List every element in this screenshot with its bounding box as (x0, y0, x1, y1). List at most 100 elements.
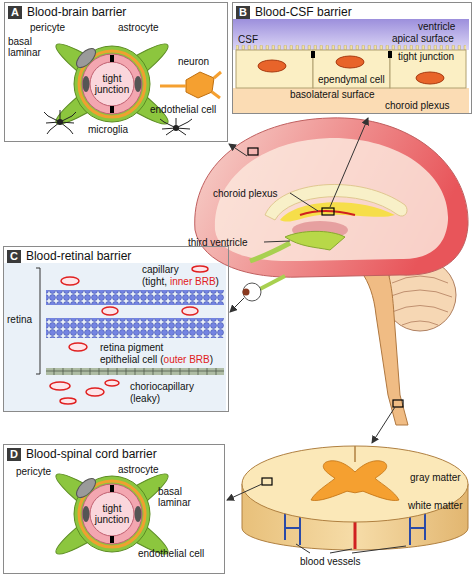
label-text: choroid plexus (213, 188, 277, 199)
label-text: basal laminar (8, 36, 50, 58)
panel-header: D Blood-spinal cord barrier (4, 445, 224, 463)
third-ventricle-shape (285, 231, 345, 250)
label-text: tight junction (398, 51, 454, 62)
label-text: (tight, (142, 276, 167, 287)
gray-matter-shape (311, 461, 399, 501)
choriocapillary-shape (105, 380, 119, 386)
optic-nerve (260, 276, 285, 289)
region-marker (248, 148, 258, 155)
label-text: endothelial cell (138, 548, 204, 559)
cell-nucleus (336, 56, 364, 68)
cell-nucleus (416, 72, 444, 84)
label-text: outer BRB (164, 354, 210, 365)
pointer-arrow (229, 144, 247, 156)
label-text: CSF (238, 34, 258, 45)
label-text: ventricle (418, 21, 455, 32)
label-text: neuron (178, 56, 209, 67)
pointer-arrow (372, 407, 395, 443)
nuclear-layer (46, 318, 224, 338)
retina-bracket (36, 268, 40, 374)
label-text: (leaky) (130, 393, 160, 404)
capillary-shape (102, 307, 118, 315)
tight-junction-mark (311, 51, 315, 58)
panel-title: Blood-brain barrier (27, 5, 126, 19)
label-text: tight junction (92, 503, 132, 525)
pointer-arrow (230, 298, 244, 312)
label-text: basal laminar (158, 486, 202, 508)
label-text: endothelial cell (150, 104, 216, 115)
label-text: ) (216, 276, 219, 287)
panel-header: C Blood-retinal barrier (4, 247, 228, 265)
choroid-plexus-ground (233, 88, 469, 113)
panel-letter: D (7, 448, 21, 461)
panel-title: Blood-CSF barrier (255, 5, 352, 19)
eye-iris (243, 289, 250, 296)
region-marker (393, 400, 403, 407)
label-text: white matter (408, 500, 462, 511)
label-text: choriocapillary (130, 381, 194, 392)
label-text: basolateral surface (290, 89, 375, 100)
retina-ground (4, 263, 226, 411)
bscb-drawing (50, 466, 174, 562)
label-text: retina pigment (100, 342, 163, 353)
panel-letter: B (236, 6, 250, 19)
label-text: epithelial cell (100, 354, 157, 365)
label-text: third ventricle (188, 237, 247, 248)
label-text: inner BRB (170, 276, 216, 287)
cell-nucleus (258, 60, 286, 72)
label-text: ) (210, 354, 213, 365)
central-vessel (354, 522, 357, 549)
panel-title: Blood-retinal barrier (26, 249, 131, 263)
rpe-layer (46, 368, 224, 375)
brain-drawing (195, 118, 468, 425)
label-text: blood vessels (300, 556, 361, 567)
label-text: astrocyte (118, 22, 159, 33)
panel-letter: A (8, 6, 22, 19)
choriocapillary-shape (86, 388, 104, 396)
capillary-shape (69, 343, 87, 351)
optic-tract (250, 243, 290, 261)
choriocapillary-shape (60, 398, 76, 404)
microglia-body (173, 125, 179, 131)
label-text: pericyte (30, 22, 65, 33)
label-text: tight junction (92, 73, 132, 95)
region-marker (322, 208, 334, 215)
leader-line (290, 193, 318, 211)
ventricle-ground (233, 19, 469, 50)
white-matter-region (215, 138, 448, 261)
neuron-body (186, 72, 214, 98)
cerebellum-folia (388, 276, 452, 325)
ependymal-cell-shape (236, 50, 313, 88)
ependymal-cell-shape (390, 50, 466, 88)
label-text: apical surface (392, 33, 454, 44)
label-text: choroid plexus (385, 100, 449, 111)
cerebrum (195, 118, 468, 277)
nuclear-layer (46, 290, 224, 305)
panel-title: Blood-spinal cord barrier (26, 447, 157, 461)
median-fissure (354, 446, 356, 462)
leader-line (264, 241, 290, 242)
pointer-arrow (227, 484, 262, 500)
label-text: retina (7, 314, 32, 325)
label-text: capillary (142, 264, 179, 275)
eye-ball (243, 283, 261, 301)
panel-header: B Blood-CSF barrier (233, 3, 471, 21)
label-text: microglia (88, 124, 128, 135)
neuron-process (160, 72, 221, 98)
microglia-shape (44, 110, 76, 134)
lateral-ventricle (280, 202, 395, 221)
region-marker (262, 478, 272, 485)
label-text: ( (160, 354, 163, 365)
label-text: pericyte (16, 466, 51, 477)
panel-header: A Blood-brain barrier (5, 3, 227, 21)
label-text: gray matter (410, 472, 461, 483)
panel-letter: C (7, 250, 21, 263)
label-text: ependymal cell (318, 74, 385, 85)
capillary-shape (182, 307, 198, 315)
choriocapillaries (50, 380, 119, 404)
microvilli (236, 45, 466, 50)
cord-top-face (242, 446, 468, 522)
microglia-shape (160, 118, 192, 135)
label-text: astrocyte (118, 464, 159, 475)
